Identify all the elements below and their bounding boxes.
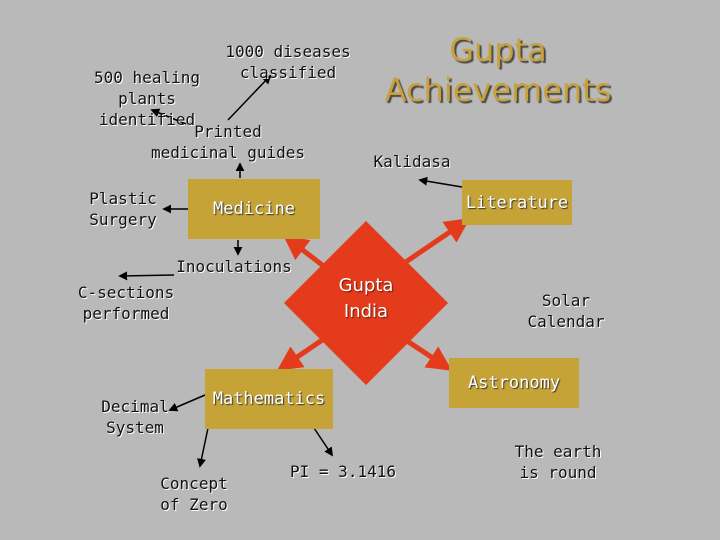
mathematics-label: Mathematics: [212, 389, 326, 409]
decimal-system-label: Decimal System: [101, 397, 169, 437]
plastic-surgery-label: Plastic Surgery: [89, 189, 157, 229]
mathematics-box: Mathematics: [205, 369, 333, 429]
center-diamond: Gupta India: [283, 220, 449, 386]
pi-label: PI = 3.1416: [290, 462, 396, 481]
literature-to-kalidasa-arrow: [418, 176, 463, 188]
solar-calendar-label: Solar Calendar: [527, 291, 605, 331]
mathematics-to-zero-arrow: [197, 427, 209, 468]
medicine-label: Medicine: [213, 199, 295, 219]
medicine-box: Medicine: [188, 179, 320, 239]
astronomy-label: Astronomy: [467, 373, 561, 393]
literature-box: Literature: [462, 180, 572, 225]
medicinal-guides-label: Printed medicinal guides: [150, 122, 306, 162]
c-sections-label: C-sections performed: [77, 283, 175, 323]
mathematics-to-pi-arrow: [313, 427, 333, 457]
guides-to-diseases-arrow: [227, 74, 272, 121]
earth-round-label: The earth is round: [514, 442, 602, 482]
concept-of-zero-label: Concept of Zero: [160, 474, 228, 514]
astronomy-box: Astronomy: [449, 358, 579, 408]
mathematics-to-decimal-arrow: [168, 394, 206, 412]
page-title: Gupta Achievements: [384, 31, 612, 109]
diseases-label: 1000 diseases classified: [225, 42, 351, 82]
center-label: Gupta India: [338, 275, 394, 322]
inoculations-to-csections-arrow: [118, 271, 175, 281]
inoculations-label: Inoculations: [176, 257, 292, 276]
healing-plants-label: 500 healing plants identified: [94, 68, 200, 129]
kalidasa-label: Kalidasa: [373, 152, 451, 171]
literature-label: Literature: [465, 192, 569, 213]
guides-to-plants-arrow: [150, 108, 187, 125]
